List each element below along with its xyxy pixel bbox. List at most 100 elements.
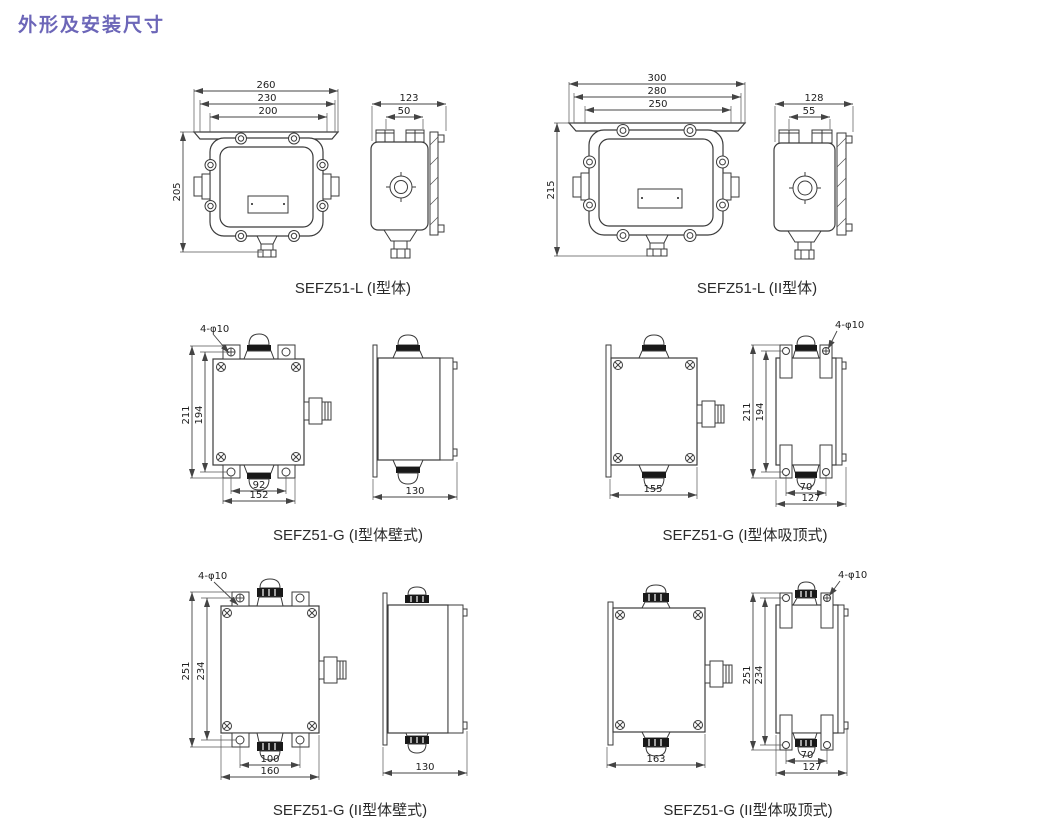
dim-label: 194 bbox=[755, 402, 766, 421]
dimensions: 4-φ10 251 234 70 127 bbox=[742, 570, 867, 776]
dimensions: 128 55 bbox=[774, 93, 854, 142]
body-outline bbox=[192, 131, 340, 258]
corner-screws bbox=[222, 608, 317, 731]
top-gland bbox=[256, 578, 284, 607]
bottom-gland bbox=[405, 732, 429, 754]
dimensions: 4-φ10 251 234 100 160 bbox=[181, 571, 320, 780]
sefz51-g-ii-wall-side-view: 130 bbox=[382, 586, 468, 776]
hole-callout: 4-φ10 bbox=[835, 320, 864, 331]
sefz51-g-ii-wall-front-view: 4-φ10 251 234 100 160 bbox=[181, 571, 347, 780]
sefz51-g-i-wall-side-view: 130 bbox=[372, 334, 458, 500]
dim-label: 234 bbox=[196, 661, 207, 680]
dim-label: 155 bbox=[643, 484, 662, 495]
bolts bbox=[583, 124, 729, 242]
bottom-gland bbox=[792, 464, 820, 489]
dim-label: 211 bbox=[181, 405, 192, 424]
dimensions: 260 230 200 205 bbox=[172, 80, 339, 253]
dim-label: 50 bbox=[398, 106, 411, 117]
side-entry bbox=[704, 660, 733, 688]
dimensions: 155 bbox=[609, 467, 698, 499]
top-gland bbox=[792, 335, 820, 359]
mounting-brackets bbox=[779, 344, 833, 479]
center-flange bbox=[789, 172, 821, 204]
bottom-gland bbox=[392, 459, 424, 485]
bottom-gland bbox=[256, 732, 284, 761]
top-gland bbox=[405, 586, 429, 603]
bottom-gland bbox=[383, 229, 418, 259]
mounting-brackets bbox=[779, 592, 834, 751]
bottom-gland bbox=[645, 234, 669, 257]
dim-label: 250 bbox=[648, 99, 667, 110]
drawing-label-sefz51-g-i-wall: SEFZ51-G (I型体壁式) bbox=[272, 527, 423, 544]
body-outline bbox=[382, 586, 468, 754]
dim-label: 300 bbox=[647, 73, 666, 84]
dim-label: 194 bbox=[194, 405, 205, 424]
dim-label: 55 bbox=[803, 106, 816, 117]
dim-label: 200 bbox=[258, 106, 277, 117]
bolts bbox=[204, 132, 329, 242]
dim-label: 215 bbox=[546, 180, 557, 199]
body-outline bbox=[370, 129, 445, 259]
mounting-plate bbox=[429, 131, 445, 236]
drawing-label-sefz51-l-ii: SEFZ51-L (II型体) bbox=[696, 280, 818, 297]
wall-plate bbox=[372, 344, 378, 478]
body-outline bbox=[775, 581, 849, 757]
dim-label: 260 bbox=[256, 80, 275, 91]
center-flange bbox=[386, 172, 416, 202]
dim-label: 70 bbox=[800, 482, 813, 493]
top-gland bbox=[638, 334, 670, 359]
dim-label: 123 bbox=[399, 93, 418, 104]
body-outline bbox=[605, 334, 725, 490]
dim-label: 280 bbox=[647, 86, 666, 97]
dim-label: 211 bbox=[742, 402, 753, 421]
body-outline bbox=[212, 333, 332, 491]
bottom-gland bbox=[638, 464, 670, 490]
drawing-label-sefz51-g-i-ceiling: SEFZ51-G (I型体吸顶式) bbox=[662, 527, 828, 544]
side-entry bbox=[696, 400, 725, 428]
hole-callout: 4-φ10 bbox=[200, 324, 229, 335]
side-entry bbox=[318, 656, 347, 684]
corner-screws bbox=[613, 360, 695, 463]
dimensions: 4-φ10 211 194 70 127 bbox=[742, 320, 864, 507]
dim-label: 92 bbox=[253, 480, 266, 491]
body-outline bbox=[567, 122, 747, 257]
dim-label: 230 bbox=[257, 93, 276, 104]
dimensions: 163 bbox=[606, 734, 706, 768]
top-gland bbox=[641, 584, 671, 609]
body-outline bbox=[775, 335, 847, 489]
top-gland bbox=[792, 581, 818, 606]
sefz51-g-ii-ceiling-front-view: 163 bbox=[606, 584, 733, 768]
wall-plate bbox=[605, 344, 612, 478]
bottom-gland bbox=[256, 235, 278, 258]
dim-label: 205 bbox=[172, 182, 183, 201]
bottom-gland bbox=[641, 731, 671, 757]
page-title: 外形及安装尺寸 bbox=[18, 15, 166, 36]
dim-label: 127 bbox=[801, 493, 820, 504]
mounting-plate bbox=[836, 132, 853, 236]
dim-label: 127 bbox=[802, 762, 821, 773]
dim-label: 251 bbox=[181, 661, 192, 680]
dim-label: 128 bbox=[804, 93, 823, 104]
top-gland bbox=[243, 333, 275, 360]
corner-screws bbox=[216, 362, 301, 462]
nameplate bbox=[637, 188, 683, 209]
sefz51-g-i-ceiling-front-view: 155 bbox=[605, 334, 725, 499]
dim-label: 100 bbox=[260, 754, 279, 765]
nameplate bbox=[247, 195, 289, 214]
bottom-gland bbox=[792, 732, 818, 757]
dimensions: 130 bbox=[372, 462, 458, 500]
bottom-gland bbox=[243, 464, 275, 491]
dim-label: 130 bbox=[415, 762, 434, 773]
sefz51-l-ii-side-view: 128 55 bbox=[773, 93, 854, 260]
sefz51-l-i-side-view: 123 50 bbox=[370, 93, 447, 259]
sefz51-g-i-ceiling-side-view: 4-φ10 211 194 70 127 bbox=[742, 320, 864, 507]
mounting-tabs bbox=[222, 344, 296, 479]
sefz51-g-i-wall-front-view: 4-φ10 211 194 92 152 bbox=[181, 324, 332, 504]
dim-label: 251 bbox=[742, 665, 753, 684]
wall-plate bbox=[382, 592, 388, 746]
bottom-gland bbox=[787, 230, 822, 260]
top-gland bbox=[392, 334, 424, 359]
dim-label: 70 bbox=[801, 750, 814, 761]
drawing-label-sefz51-g-ii-wall: SEFZ51-G (II型体壁式) bbox=[272, 802, 428, 819]
